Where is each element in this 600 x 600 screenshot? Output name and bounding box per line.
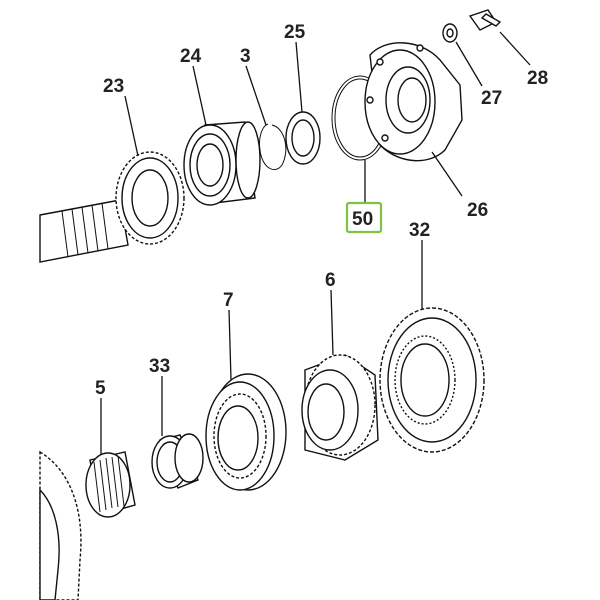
bearing-24 xyxy=(183,121,261,206)
callout-23: 23 xyxy=(103,76,124,97)
gear-23 xyxy=(115,151,185,245)
bushing-33 xyxy=(151,433,204,489)
callout-28: 28 xyxy=(527,68,548,89)
callout-6: 6 xyxy=(325,270,336,291)
gear-6 xyxy=(301,354,379,461)
housing-26 xyxy=(364,42,463,162)
leader-lines xyxy=(100,31,531,455)
callout-24: 24 xyxy=(180,46,202,67)
partial-gear-bottom-left xyxy=(39,450,82,600)
bolt-28 xyxy=(468,9,502,31)
callout-25: 25 xyxy=(284,22,306,43)
washer-27 xyxy=(442,23,458,43)
callout-27: 27 xyxy=(481,88,502,109)
callout-26: 26 xyxy=(467,200,488,221)
callout-33: 33 xyxy=(149,356,170,377)
gear-32 xyxy=(379,307,485,453)
seal-25 xyxy=(285,111,321,165)
callout-32: 32 xyxy=(409,220,430,241)
callout-7: 7 xyxy=(223,290,234,311)
callout-3: 3 xyxy=(240,46,251,67)
synchronizer-7 xyxy=(205,373,287,491)
needle-bearing-5 xyxy=(85,451,136,518)
highlight-box-50 xyxy=(345,201,383,234)
callout-5: 5 xyxy=(95,378,106,399)
callout-50: 50 xyxy=(352,209,373,230)
snap-ring-3 xyxy=(259,123,287,170)
shaft xyxy=(39,199,129,263)
